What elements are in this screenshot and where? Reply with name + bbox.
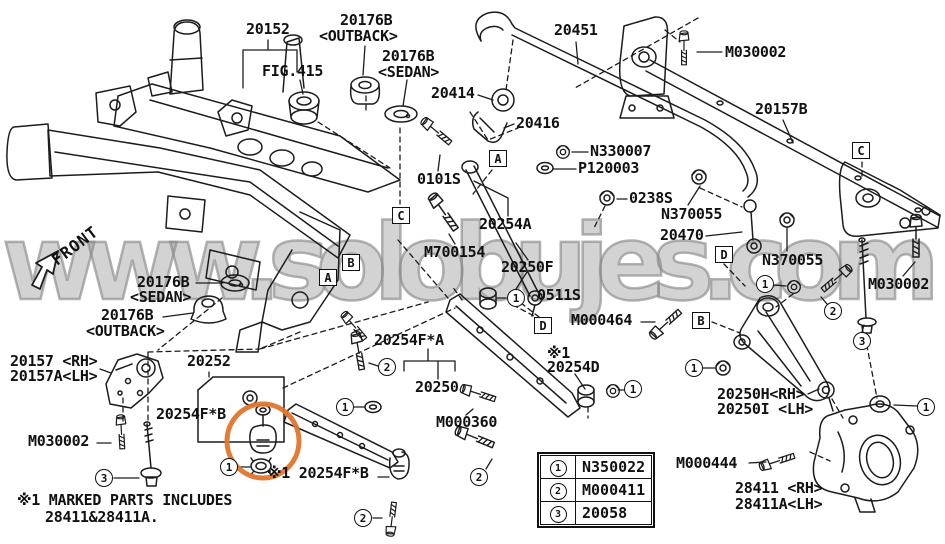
fig415-bushing	[288, 91, 320, 125]
part-label-sedan-top: <SEDAN>	[378, 63, 440, 81]
mount-20176b-outback-top	[349, 76, 381, 105]
long-stud-left	[140, 421, 162, 487]
part-label-0101s: 0101S	[417, 170, 461, 188]
footnote-line-1: ※1 MARKED PARTS INCLUDES	[17, 491, 233, 509]
stabilizer-bar-drawing	[471, 11, 762, 254]
part-label-n370055-b: N370055	[762, 251, 824, 269]
callout-3-a: 3	[95, 469, 113, 487]
legend-num-3: 3	[549, 506, 567, 523]
ref-box-c-2: C	[852, 142, 870, 159]
mount-20176b-outback-mid	[190, 295, 227, 324]
part-label-n370055-a: N370055	[661, 205, 723, 223]
leader-lines	[96, 39, 918, 519]
part-label-20451: 20451	[554, 21, 598, 39]
part-label-20157-rh: 20157 <RH>	[10, 352, 98, 370]
callout-2-c: 2	[824, 302, 842, 320]
part-label-20252: 20252	[187, 352, 231, 370]
legend-num-1: 1	[549, 460, 567, 477]
part-label-20176b-sedan-mid: 20176B	[137, 273, 190, 291]
long-stud-right	[857, 237, 877, 334]
part-label-m000444: M000444	[676, 454, 738, 472]
dashed-lines	[122, 17, 878, 462]
part-label-20254f-a: 20254F*A	[374, 331, 444, 349]
legend-row-3: 3 20058	[540, 501, 653, 525]
ref-box-d-2: D	[715, 246, 733, 263]
part-label-20176b-outback-top: 20176B	[340, 11, 393, 29]
part-label-20176b-outback-mid: 20176B	[101, 306, 154, 324]
callout-1-e: 1	[917, 398, 935, 416]
legend-num-2: 2	[549, 483, 567, 500]
part-label-20250f: 20250F	[501, 258, 554, 276]
part-label-m030002-left: M030002	[28, 432, 90, 450]
support-bar-drawing	[618, 16, 941, 238]
part-label-20254f-b: 20254F*B	[156, 405, 226, 423]
highlight-circle	[224, 401, 302, 481]
bracket-20157-drawing	[105, 353, 164, 409]
mount-20176b-sedan-top	[384, 105, 418, 123]
callout-2-a: 2	[378, 358, 396, 376]
part-label-p120003: P120003	[578, 159, 640, 177]
part-label-20157b: 20157B	[755, 100, 808, 118]
legend-row-1: 1 N350022	[540, 455, 653, 479]
ref-box-a-2: A	[319, 269, 337, 286]
part-label-20250h-rh: 20250H<RH>	[717, 385, 805, 403]
ref-box-b-1: B	[342, 254, 360, 271]
legend-code-2: M000411	[574, 478, 653, 502]
legend-table: 1 N350022 2 M000411 3 20058	[537, 452, 656, 528]
footnote-line-2: 28411&28411A.	[45, 508, 159, 526]
callout-1-f: 1	[336, 398, 354, 416]
part-label-m030002-top: M030002	[725, 43, 787, 61]
part-label-20416: 20416	[516, 114, 560, 132]
part-label-0511s: 0511S	[537, 286, 581, 304]
knuckle-drawing	[812, 395, 919, 513]
front-arrow-icon	[31, 250, 59, 290]
part-label-20250: 20250	[415, 378, 459, 396]
callout-3-b: 3	[853, 332, 871, 350]
ref-box-a-1: A	[489, 150, 507, 167]
part-label-m700154: M700154	[424, 243, 486, 261]
part-label-outback-top: <OUTBACK>	[319, 27, 398, 45]
part-label-28411a-lh: 28411A<LH>	[735, 495, 823, 513]
ref-box-b-2: B	[692, 312, 710, 329]
callout-2-b: 2	[470, 468, 488, 486]
part-label-0238s: 0238S	[629, 189, 673, 207]
part-label-20470: 20470	[660, 226, 704, 244]
callout-1-d: 1	[756, 275, 774, 293]
part-label-sedan-mid: <SEDAN>	[130, 288, 192, 306]
detail-box-20252	[197, 376, 285, 476]
callout-2-d: 2	[354, 509, 372, 527]
part-label-ref1-mark: ※1	[547, 344, 571, 362]
callout-1-c: 1	[685, 359, 703, 377]
callout-1-a: 1	[507, 289, 525, 307]
part-label-m000360: M000360	[436, 413, 498, 431]
front-arm-drawing	[733, 295, 835, 412]
legend-row-2: 2 M000411	[540, 478, 653, 502]
part-label-20254d: 20254D	[547, 358, 600, 376]
rear-subframe-drawing	[6, 19, 401, 353]
part-label-20152: 20152	[246, 20, 290, 38]
part-label-m000464: M000464	[571, 311, 633, 329]
part-label-20254a: 20254A	[479, 215, 532, 233]
callout-1-g: 1	[220, 458, 238, 476]
part-label-outback-mid: <OUTBACK>	[86, 322, 165, 340]
callout-1-b: 1	[624, 380, 642, 398]
part-label-20250i-lh: 20250I <LH>	[717, 400, 814, 418]
part-label-20157a-lh: 20157A<LH>	[10, 367, 98, 385]
ref-box-d-1: D	[534, 317, 552, 334]
part-label-m030002-right: M030002	[868, 275, 930, 293]
ref-box-c-1: C	[392, 207, 410, 224]
part-label-28411-rh: 28411 <RH>	[735, 479, 823, 497]
part-label-n330007: N330007	[590, 142, 652, 160]
part-label-fig415: FIG.415	[262, 62, 324, 80]
nuts-washers	[364, 145, 801, 414]
legend-code-1: N350022	[574, 455, 653, 479]
part-label-20414: 20414	[431, 84, 475, 102]
part-label-20176b-sedan-top: 20176B	[382, 47, 435, 65]
part-label-20254f-b-ref: ※1 20254F*B	[267, 464, 369, 482]
legend-code-3: 20058	[574, 501, 653, 525]
